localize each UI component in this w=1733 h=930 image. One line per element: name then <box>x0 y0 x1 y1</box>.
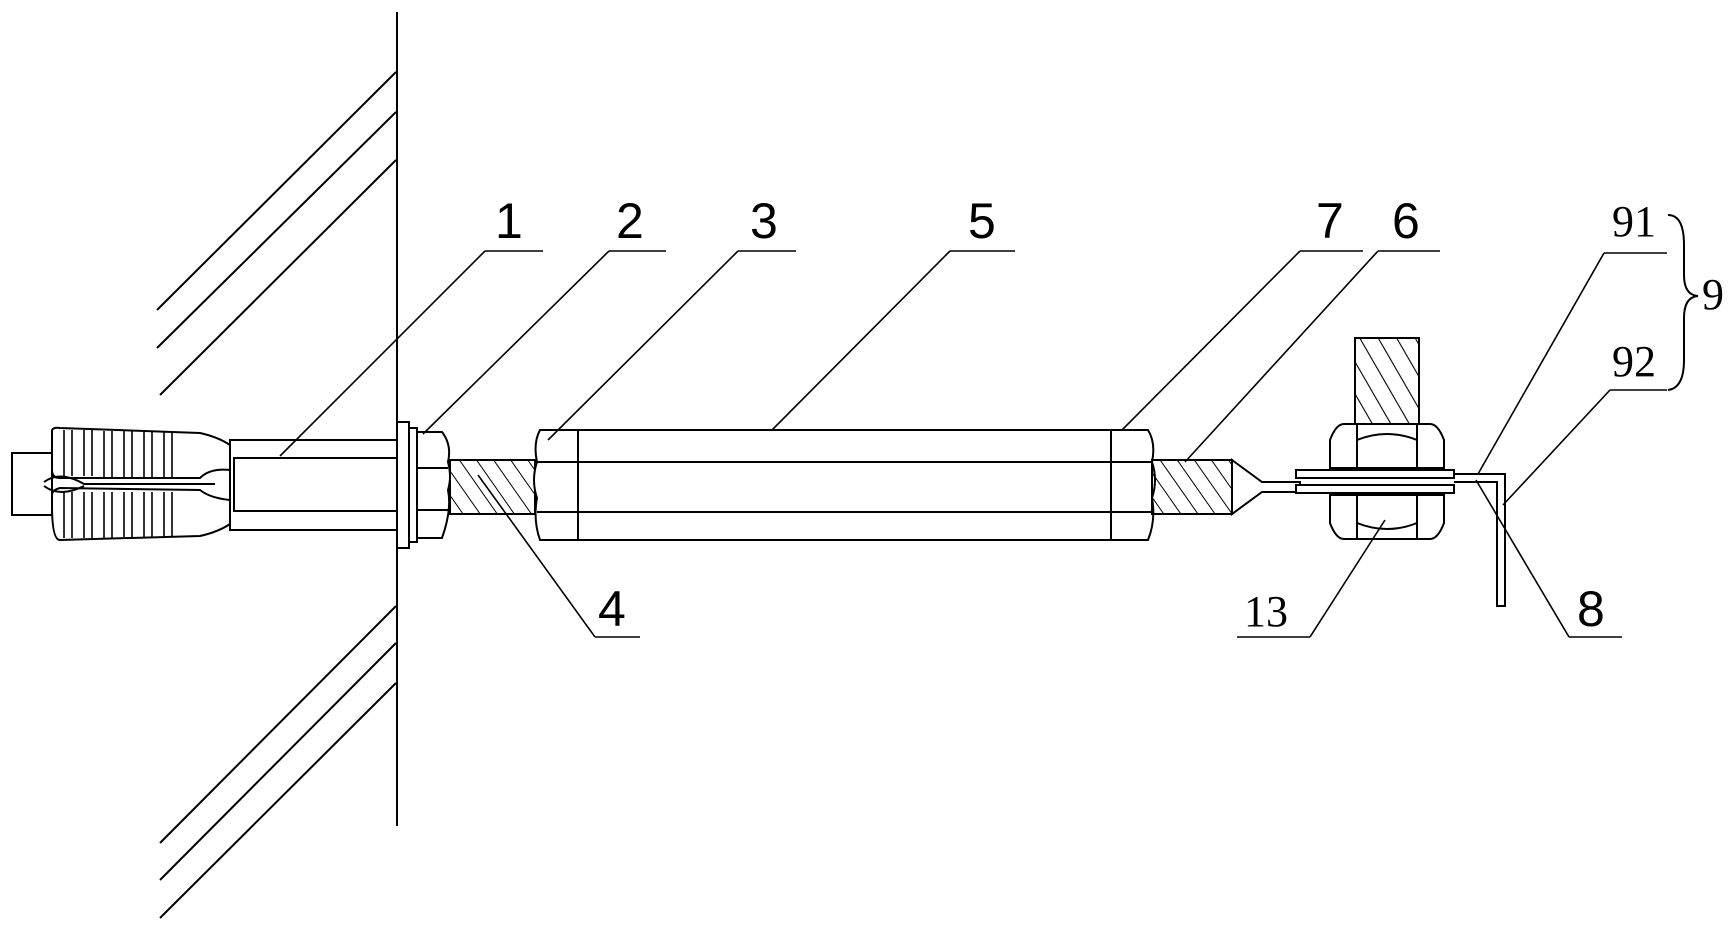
label-2: 2 <box>616 193 644 249</box>
label-13: 13 <box>1244 587 1288 636</box>
turnbuckle-outline <box>533 429 1156 541</box>
washer-plate-lower <box>1295 484 1455 494</box>
wall-hatching-upper <box>156 71 397 396</box>
leader-lines <box>279 250 1667 638</box>
label-7: 7 <box>1316 193 1344 249</box>
label-8: 8 <box>1577 581 1605 637</box>
label-92: 92 <box>1612 337 1656 386</box>
bolt-assembly <box>1295 337 1506 607</box>
wall-hatching-lower <box>159 605 397 919</box>
hex-nut-upper <box>1329 423 1445 469</box>
label-9: 9 <box>1702 270 1724 319</box>
rod-thread-left <box>449 459 536 515</box>
anchor-split-gap <box>43 475 215 493</box>
label-5: 5 <box>968 193 996 249</box>
angle-plate <box>1454 473 1506 607</box>
wall <box>156 12 398 919</box>
hex-nut-lower <box>1329 494 1445 540</box>
anchor-lower-wing <box>51 486 231 542</box>
anchor-upper-wing <box>51 426 231 479</box>
brace-9 <box>1667 214 1699 391</box>
label-3: 3 <box>750 193 778 249</box>
label-4: 4 <box>598 581 626 637</box>
part-labels: 1 2 3 5 7 6 4 13 8 91 92 9 <box>495 193 1724 637</box>
expansion-anchor-sleeve <box>11 426 398 542</box>
washer-plate-upper <box>1295 469 1455 479</box>
anchor-ribs-upper <box>63 430 173 477</box>
turnbuckle-body <box>533 429 1156 541</box>
threaded-rod-right <box>1151 458 1301 516</box>
label-91: 91 <box>1612 197 1656 246</box>
hex-nut-2 <box>416 431 451 539</box>
wall-washer-nut <box>396 421 451 549</box>
anchor-ribs-lower <box>63 492 173 538</box>
anchor-tip-block <box>11 452 53 516</box>
label-1: 1 <box>495 193 523 249</box>
washer-2 <box>408 427 418 543</box>
bolt-shank <box>1354 337 1420 425</box>
flange-washer <box>396 421 410 549</box>
rod-thread-right <box>1151 459 1233 515</box>
rod-taper-end <box>1231 458 1301 516</box>
label-6: 6 <box>1392 193 1420 249</box>
threaded-rod-left <box>449 459 536 515</box>
anchor-inner-bore <box>233 457 398 512</box>
anchor-body <box>229 439 398 531</box>
